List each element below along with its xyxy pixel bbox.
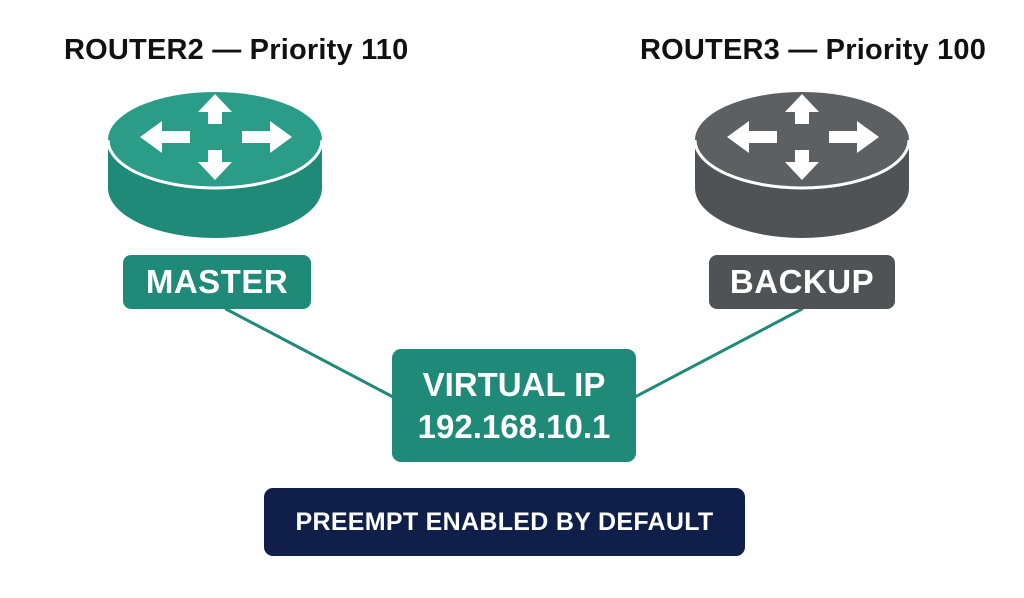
router-icon	[106, 92, 324, 238]
master-badge: MASTER	[123, 255, 311, 309]
link-backup-to-vip	[631, 307, 804, 400]
router-icon	[693, 92, 911, 238]
link-master-to-vip	[224, 307, 397, 400]
router3-title: ROUTER3 — Priority 100	[640, 34, 987, 66]
preempt-note: PREEMPT ENABLED BY DEFAULT	[264, 488, 745, 556]
virtual-ip-label: VIRTUAL IP	[422, 365, 606, 403]
virtual-ip-box: VIRTUAL IP 192.168.10.1	[392, 349, 636, 462]
virtual-ip-address: 192.168.10.1	[417, 407, 611, 445]
router2-title: ROUTER2 — Priority 110	[64, 34, 409, 66]
backup-badge: BACKUP	[709, 255, 895, 309]
